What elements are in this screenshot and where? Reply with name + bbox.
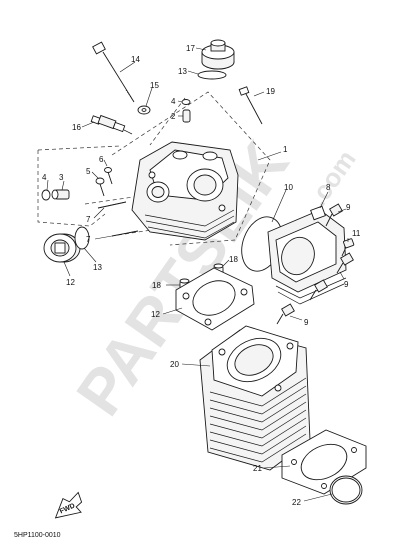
stud-7-lower: [111, 230, 139, 237]
callout-7-upper: 7: [86, 215, 91, 224]
head-cover: [267, 205, 347, 305]
head-side-dashed-top: [37, 145, 121, 151]
side-bolt-5: [95, 177, 105, 197]
callout-10: 10: [284, 183, 293, 192]
leader-lines: [46, 47, 349, 502]
side-o-ring-small: [41, 189, 51, 201]
small-pin-top: [181, 99, 191, 123]
assembly-outlines: [37, 91, 271, 246]
watermark-domain: .com: [302, 145, 361, 212]
callout-13-top: 13: [178, 67, 187, 76]
callout-16: 16: [72, 123, 81, 132]
cylinder-head: [131, 141, 239, 241]
cover-bolt-d: [276, 303, 295, 325]
callout-18-b: 18: [152, 281, 161, 290]
callout-4-top: 4: [171, 97, 176, 106]
callout-7-lower: 7: [86, 235, 91, 244]
stud-dashed-guide-2: [117, 227, 166, 236]
callout-19: 19: [266, 87, 275, 96]
cover-bolt-a: [325, 203, 343, 227]
callout-22: 22: [292, 498, 301, 507]
side-cap: [43, 233, 81, 263]
spark-plug: [90, 114, 133, 135]
side-plug: [51, 189, 70, 200]
top-o-ring: [197, 70, 227, 80]
callout-labels: 17 13 14 15 4 2 19 16 1 6 5 4 3 10 8 9 7…: [42, 44, 361, 507]
callout-3: 3: [59, 173, 64, 182]
callout-9-a: 9: [346, 203, 351, 212]
top-cap: [201, 39, 235, 70]
base-o-ring: [329, 475, 363, 505]
callout-9-b: 9: [344, 280, 349, 289]
callout-12-top: 17: [186, 44, 195, 53]
head-dashed-boundary: [111, 91, 271, 246]
stud-bolt-19: [238, 86, 263, 125]
callout-4-side: 4: [42, 173, 47, 182]
callout-18-a: 18: [229, 255, 238, 264]
callout-15: 15: [150, 81, 159, 90]
rocker-dashed-guide: [149, 97, 186, 146]
diagram-code: 5HP1100-0010: [14, 532, 61, 539]
callout-2: 2: [171, 112, 176, 121]
side-o-ring: [74, 226, 90, 250]
callout-6: 6: [99, 155, 104, 164]
stud-7-upper: [97, 201, 127, 209]
callout-11: 11: [352, 229, 361, 238]
head-side-dashed-box: [37, 150, 106, 227]
callout-9-c: 9: [304, 318, 309, 327]
bolt-11: [341, 238, 355, 257]
cylinder-block: [199, 325, 311, 471]
cover-bolt-b: [336, 252, 354, 274]
callout-12-side: 12: [66, 278, 75, 287]
callout-21: 21: [253, 464, 262, 473]
callout-17: 12: [151, 310, 160, 319]
side-bolt-6: [104, 167, 113, 185]
cover-bolt-c: [309, 279, 328, 301]
callout-5: 5: [86, 167, 91, 176]
callout-13-side: 13: [93, 263, 102, 272]
fwd-arrow-icon: FWD: [54, 491, 83, 519]
callout-20: 20: [170, 360, 179, 369]
washer: [137, 105, 151, 115]
callout-1: 1: [283, 145, 288, 154]
callout-14: 14: [131, 55, 140, 64]
callout-8: 8: [326, 183, 331, 192]
long-bolt: [92, 41, 135, 103]
